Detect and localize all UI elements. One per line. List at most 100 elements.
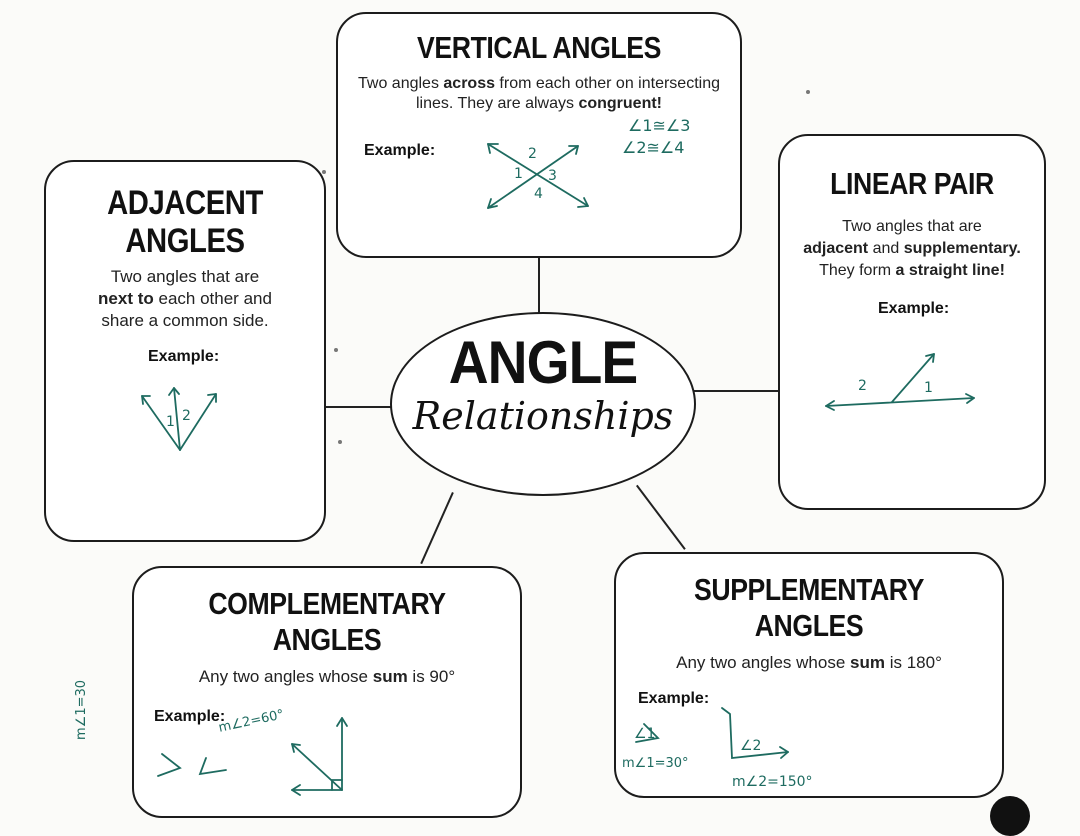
- complementary-ray-diagonal: [291, 743, 343, 791]
- center-title: ANGLE: [448, 329, 639, 396]
- arrowhead-icon: [207, 393, 217, 403]
- complementary-example-label: Example:: [154, 708, 226, 725]
- supplementary-heading-1: SUPPLEMENTARY: [694, 572, 924, 607]
- vertical-desc-bold-2: congruent!: [578, 95, 662, 112]
- adjacent-heading-2: ANGLES: [125, 222, 245, 260]
- center-subtitle: Relationships: [412, 394, 674, 438]
- adjacent-angles-drawing: 1 2: [141, 387, 217, 451]
- linear-desc-line-3: They form a straight line!: [782, 260, 1042, 282]
- supplementary-example-label: Example:: [638, 690, 710, 707]
- linear-heading: LINEAR PAIR: [830, 166, 994, 201]
- linear-angle-label: 2: [858, 378, 867, 394]
- adjacent-angle-label: 1: [166, 414, 175, 430]
- arrowhead-icon: [825, 400, 835, 411]
- linear-desc-line-2: adjacent and supplementary.: [782, 238, 1042, 260]
- arrowhead-icon: [291, 743, 301, 753]
- connector-bottom-left: [420, 492, 454, 565]
- vertical-note-1: ∠1≅∠3: [628, 116, 691, 135]
- arrowhead-icon: [965, 393, 975, 404]
- adjacent-desc: Two angles that are next to each other a…: [54, 266, 316, 332]
- right-angle-mark: [331, 779, 343, 791]
- adjacent-heading-1: ADJACENT: [107, 184, 263, 222]
- vertical-line-2: [487, 145, 579, 209]
- adjacent-ray-left: [141, 395, 181, 451]
- linear-desc-bold-1: adjacent: [803, 240, 869, 257]
- vertical-angle-label: 2: [528, 146, 537, 162]
- adjacent-example-label: Example:: [148, 348, 220, 365]
- linear-angle-label: 1: [924, 380, 933, 396]
- vertical-desc-text-1: Two angles: [358, 75, 444, 92]
- arrowhead-icon: [487, 198, 498, 209]
- linear-ray: [891, 353, 935, 403]
- arrowhead-icon: [487, 143, 499, 154]
- complementary-desc: Any two angles whose sum is 90°: [134, 666, 520, 688]
- supplementary-angle-label: ∠1: [634, 726, 655, 742]
- vertical-example-label: Example:: [364, 142, 436, 159]
- linear-pair-card: LINEAR PAIR Two angles that are adjacent…: [778, 134, 1046, 510]
- adjacent-desc-line-3: share a common side.: [101, 311, 269, 330]
- supplementary-angle-1: [635, 723, 660, 743]
- supplementary-desc-text-1: Any two angles whose: [676, 653, 851, 672]
- connector-top: [538, 258, 540, 318]
- complementary-desc-text-2: is 90°: [407, 667, 456, 686]
- linear-desc-bold-2: supplementary.: [903, 240, 1021, 257]
- adjacent-angles-card: ADJACENT ANGLES Two angles that are next…: [44, 160, 326, 542]
- arrowhead-icon: [291, 784, 301, 796]
- linear-desc-line-1: Two angles that are: [842, 218, 982, 235]
- arrowhead-icon: [336, 717, 348, 727]
- vertical-angle-label: 3: [548, 168, 557, 184]
- paper-speck: [338, 440, 342, 444]
- complementary-desc-bold: sum: [372, 667, 408, 686]
- adjacent-desc-text: each other and: [153, 289, 272, 308]
- complementary-drawing: [157, 717, 348, 796]
- complementary-note-1: m∠1=30: [74, 679, 89, 740]
- center-ellipse: ANGLE Relationships: [390, 312, 696, 496]
- linear-desc: Two angles that are adjacent and supplem…: [782, 216, 1042, 282]
- supplementary-note-1: m∠1=30°: [622, 756, 689, 771]
- supplementary-angle-2: [721, 707, 789, 759]
- vertical-note-2: ∠2≅∠4: [622, 138, 685, 157]
- corner-dot: [990, 796, 1030, 836]
- arrowhead-icon: [577, 197, 589, 208]
- arrowhead-icon: [925, 353, 935, 363]
- supplementary-desc-text-2: is 180°: [884, 653, 942, 672]
- vertical-desc-bold-1: across: [443, 75, 495, 92]
- complementary-angles-card: COMPLEMENTARY ANGLES Any two angles whos…: [132, 566, 522, 818]
- paper-speck: [322, 170, 326, 174]
- supplementary-desc: Any two angles whose sum is 180°: [616, 652, 1002, 674]
- vertical-desc: Two angles across from each other on int…: [348, 74, 730, 114]
- supplementary-note-2: m∠2=150°: [732, 774, 813, 790]
- complementary-angle-1: [157, 753, 182, 777]
- supplementary-angles-card: SUPPLEMENTARY ANGLES Any two angles whos…: [614, 552, 1004, 798]
- adjacent-desc-bold: next to: [98, 289, 154, 308]
- vertical-angle-label: 4: [534, 186, 543, 202]
- arrowhead-icon: [141, 395, 151, 405]
- vertical-angles-drawing: 2 1 3 4: [487, 143, 589, 209]
- connector-right: [694, 390, 778, 392]
- supplementary-heading-2: ANGLES: [754, 608, 864, 643]
- linear-desc-text-3: They form: [819, 262, 896, 279]
- arrowhead-icon: [168, 387, 180, 396]
- complementary-desc-text-1: Any two angles whose: [198, 667, 373, 686]
- vertical-desc-text-2: from each other on intersecting lines. T…: [416, 75, 720, 112]
- paper-speck: [334, 348, 338, 352]
- vertical-line-1: [487, 143, 589, 207]
- adjacent-ray-middle: [173, 387, 181, 451]
- vertical-angles-card: VERTICAL ANGLES Two angles across from e…: [336, 12, 742, 258]
- adjacent-desc-line-1: Two angles that are: [110, 267, 260, 286]
- linear-example-label: Example:: [878, 300, 950, 317]
- complementary-heading-2: ANGLES: [272, 622, 382, 657]
- linear-desc-text: and: [868, 240, 904, 257]
- adjacent-desc-line-2: next to each other and: [54, 288, 316, 310]
- supplementary-angle-label: ∠2: [740, 738, 761, 754]
- complementary-heading-1: COMPLEMENTARY: [208, 586, 446, 621]
- connector-bottom-right: [636, 484, 686, 550]
- vertical-angle-label: 1: [514, 166, 523, 182]
- paper-speck: [806, 90, 810, 94]
- adjacent-angle-label: 2: [182, 408, 191, 424]
- vertical-heading: VERTICAL ANGLES: [417, 30, 661, 65]
- arrowhead-icon: [568, 145, 579, 155]
- linear-desc-bold-3: a straight line!: [895, 262, 1005, 279]
- supplementary-desc-bold: sum: [850, 653, 885, 672]
- linear-straight-line: [825, 397, 975, 407]
